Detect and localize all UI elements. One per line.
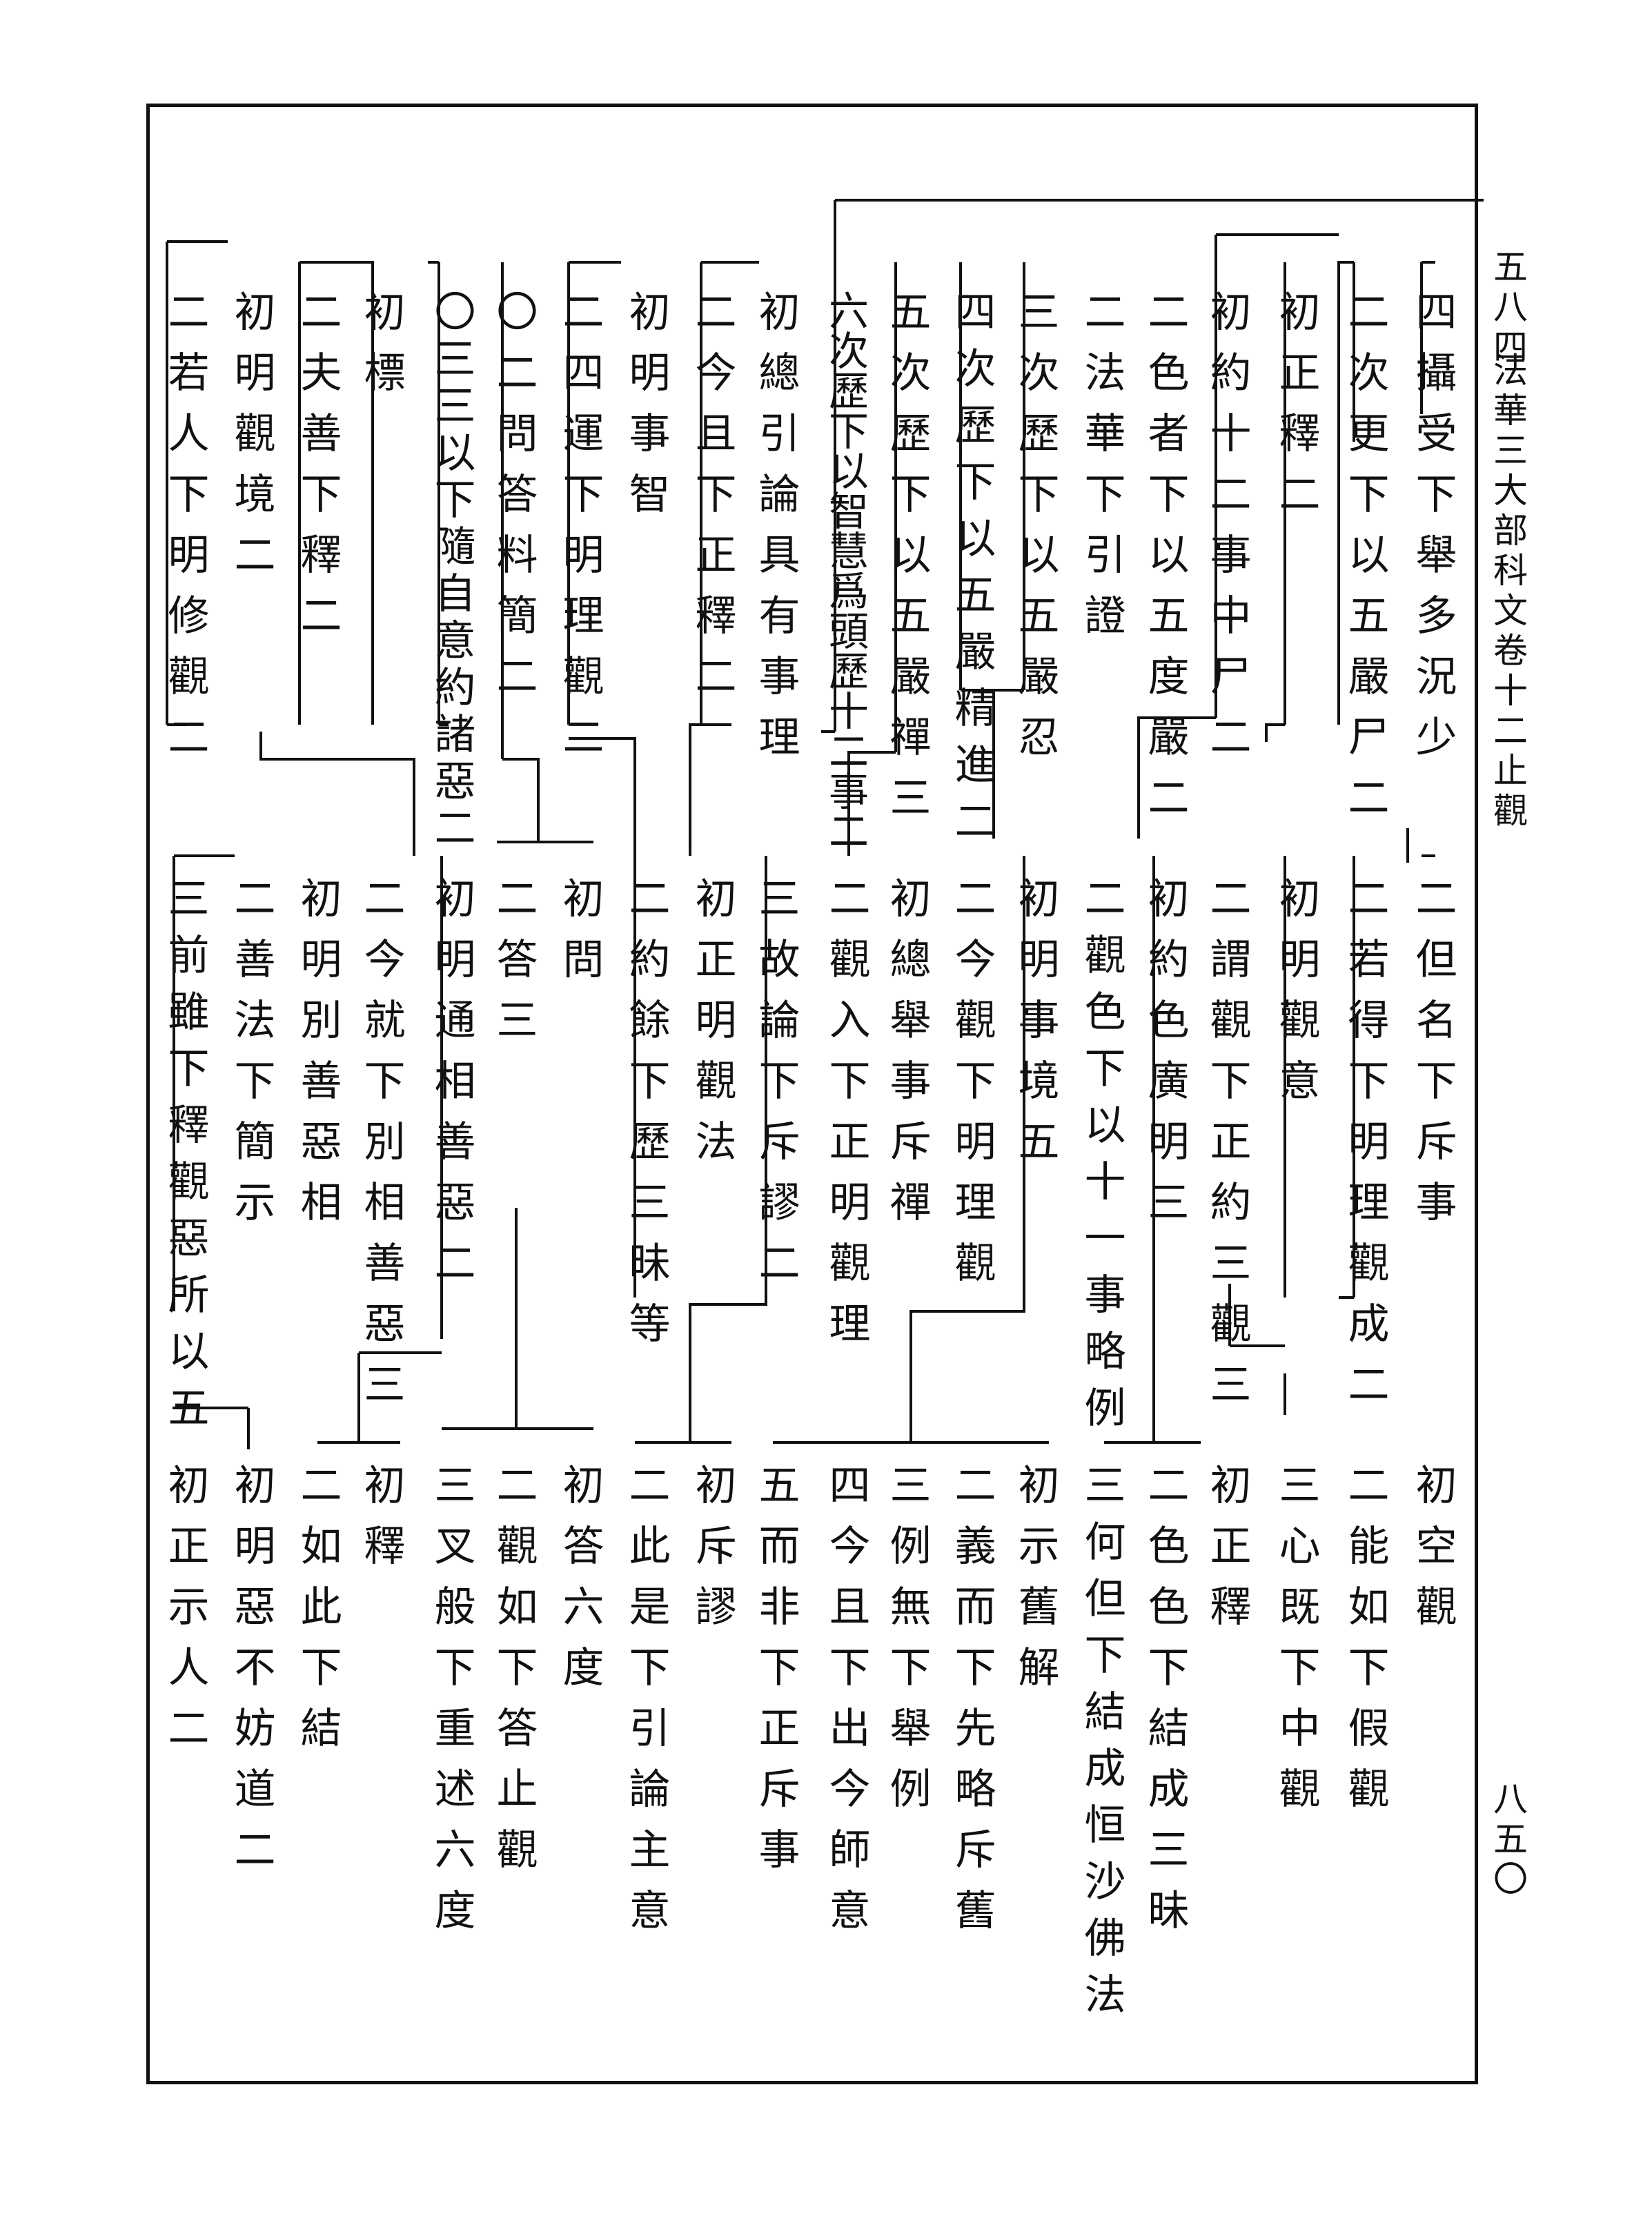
outline-entry-tier3: 二此是下引論主意 — [622, 1463, 670, 1949]
outline-entry-tier3: 初空觀 — [1408, 1463, 1457, 1645]
outline-entry-tier1: 六次歷下以智慧爲頭歷十二事二 — [822, 290, 869, 850]
outline-entry-tier1: 初約十二事中尸二 — [1203, 290, 1251, 776]
outline-entry-tier2: 初明通相善惡二 — [427, 877, 475, 1302]
bracket-line — [317, 856, 443, 1444]
outline-entry-tier2: 初明事境五 — [1011, 877, 1059, 1180]
outline-entry-tier3: 初明惡不妨道二 — [227, 1463, 275, 1888]
outline-entry-tier1: 二夫善下釋二 — [293, 290, 342, 654]
bracket-line — [959, 262, 1025, 839]
outline-entry-tier1: 初明事智 — [622, 290, 670, 533]
outline-entry-tier3: 初正示人二 — [161, 1463, 209, 1767]
outline-entry-tier3: 二觀如下答止觀 — [489, 1463, 538, 1888]
bracket-line — [166, 240, 228, 726]
bracket-line — [689, 261, 759, 856]
outline-entry-tier2: 二謂觀下正約三觀三 — [1203, 877, 1251, 1423]
outline-entry-tier2: 三前雖下釋觀惡所以五 — [161, 877, 209, 1442]
outline-entry-tier1: 初總引論具有事理 — [751, 290, 800, 776]
bracket-line — [428, 261, 449, 726]
outline-entry-tier3: 初答六度 — [555, 1463, 604, 1706]
outline-entry-tier2: 初明觀意 — [1272, 877, 1320, 1119]
outline-entry-tier1: 初標 — [357, 290, 405, 411]
outline-entry-tier3: 二義而下先略斥舊 — [947, 1463, 996, 1949]
outline-entry-tier3: 二能如下假觀 — [1341, 1463, 1389, 1828]
outline-entry-tier1: 〇三三以下隨自意約諸惡二 — [427, 290, 475, 853]
outline-entry-tier3: 四今且下出今師意 — [822, 1463, 870, 1949]
outline-entry-tier1: 四攝受下舉多況少 — [1408, 290, 1457, 776]
outline-entry-tier3: 初正釋 — [1203, 1463, 1251, 1645]
outline-entry-tier2: 二但名下斥事 — [1408, 877, 1457, 1241]
outline-entry-tier2: 初總舉事斥禪 — [883, 877, 931, 1241]
outline-entry-tier2: 二觀入下正明觀理 — [822, 877, 870, 1362]
outline-entry-tier3: 二色色下結成三昧 — [1141, 1463, 1189, 1949]
outline-entry-tier1: 二若人下明修觀二 — [161, 290, 209, 776]
outline-entry-tier1: 二色者下以五度嚴二 — [1141, 290, 1189, 836]
outline-entry-tier1: 二次更下以五嚴尸二 — [1341, 290, 1389, 836]
outline-entry-tier2: 二觀色下以十一事略例 — [1077, 877, 1125, 1442]
bracket-line — [1265, 262, 1286, 742]
outline-entry-tier2: 二若得下明理觀成二 — [1341, 877, 1389, 1423]
bracket-line — [821, 199, 1484, 856]
outline-entry-tier2: 三故論下斥謬二 — [751, 877, 800, 1302]
outline-entry-tier2: 初正明觀法 — [688, 877, 736, 1180]
outline-entry-tier1: 二今且下正釋二 — [688, 290, 736, 715]
bracket-line — [1137, 233, 1339, 839]
bracket-line — [173, 854, 250, 1449]
outline-entry-tier1: 初正釋二 — [1272, 290, 1320, 533]
outline-entry-tier3: 五而非下正斥事 — [751, 1463, 800, 1888]
bracket-line — [773, 856, 1049, 1444]
outline-entry-tier3: 三例無下舉例 — [883, 1463, 931, 1828]
page-frame — [146, 104, 1478, 2084]
outline-entry-tier1: 二法華下引證 — [1077, 290, 1125, 654]
bracket-line — [1339, 828, 1435, 1299]
outline-entry-tier3: 初釋 — [357, 1463, 405, 1585]
outline-entry-tier2: 二今觀下明理觀 — [947, 877, 996, 1302]
bracket-line — [1104, 856, 1201, 1444]
outline-entry-tier3: 初示舊解 — [1011, 1463, 1059, 1706]
bracket-line — [1228, 856, 1286, 1415]
outline-entry-tier2: 二約餘下歷三昧等 — [622, 877, 670, 1362]
margin-book-title: 法華三大部科文卷十二止觀 — [1488, 352, 1528, 832]
outline-entry-tier1: 初明觀境二 — [227, 290, 275, 594]
bracket-line — [567, 261, 636, 856]
margin-page-number: 五八四 — [1488, 248, 1528, 369]
margin-folio: 八五〇 — [1488, 1781, 1528, 1901]
outline-entry-tier1: 五次歷下以五嚴禪三 — [883, 290, 931, 836]
outline-entry-tier2: 二善法下簡示 — [227, 877, 275, 1241]
bracket-line — [1337, 261, 1435, 725]
outline-entry-tier1: 四次歷下以五嚴精進二 — [947, 290, 996, 856]
bracket-line — [635, 856, 767, 1444]
outline-entry-tier3: 三心既下中觀 — [1272, 1463, 1320, 1828]
outline-entry-tier1: 三次歷下以五嚴忍 — [1011, 290, 1059, 776]
bracket-line — [497, 262, 593, 843]
outline-entry-tier3: 二如此下結 — [293, 1463, 342, 1767]
outline-entry-tier3: 三何但下結成恒沙佛法 — [1077, 1463, 1125, 2029]
outline-entry-tier1: 〇二問答料簡二 — [489, 290, 538, 715]
outline-entry-tier2: 二答三 — [489, 877, 538, 1059]
outline-entry-tier2: 二今就下別相善惡三 — [357, 877, 405, 1423]
outline-entry-tier2: 初問 — [555, 877, 604, 998]
outline-entry-tier3: 初斥謬 — [688, 1463, 736, 1645]
bracket-line — [442, 856, 636, 1430]
outline-entry-tier3: 三叉般下重述六度 — [427, 1463, 475, 1949]
bracket-line — [259, 261, 415, 856]
outline-entry-tier1: 二四運下明理觀二 — [555, 290, 604, 776]
outline-entry-tier2: 初明別善惡相 — [293, 877, 342, 1241]
outline-entry-tier2: 初約色廣明三 — [1141, 877, 1189, 1241]
